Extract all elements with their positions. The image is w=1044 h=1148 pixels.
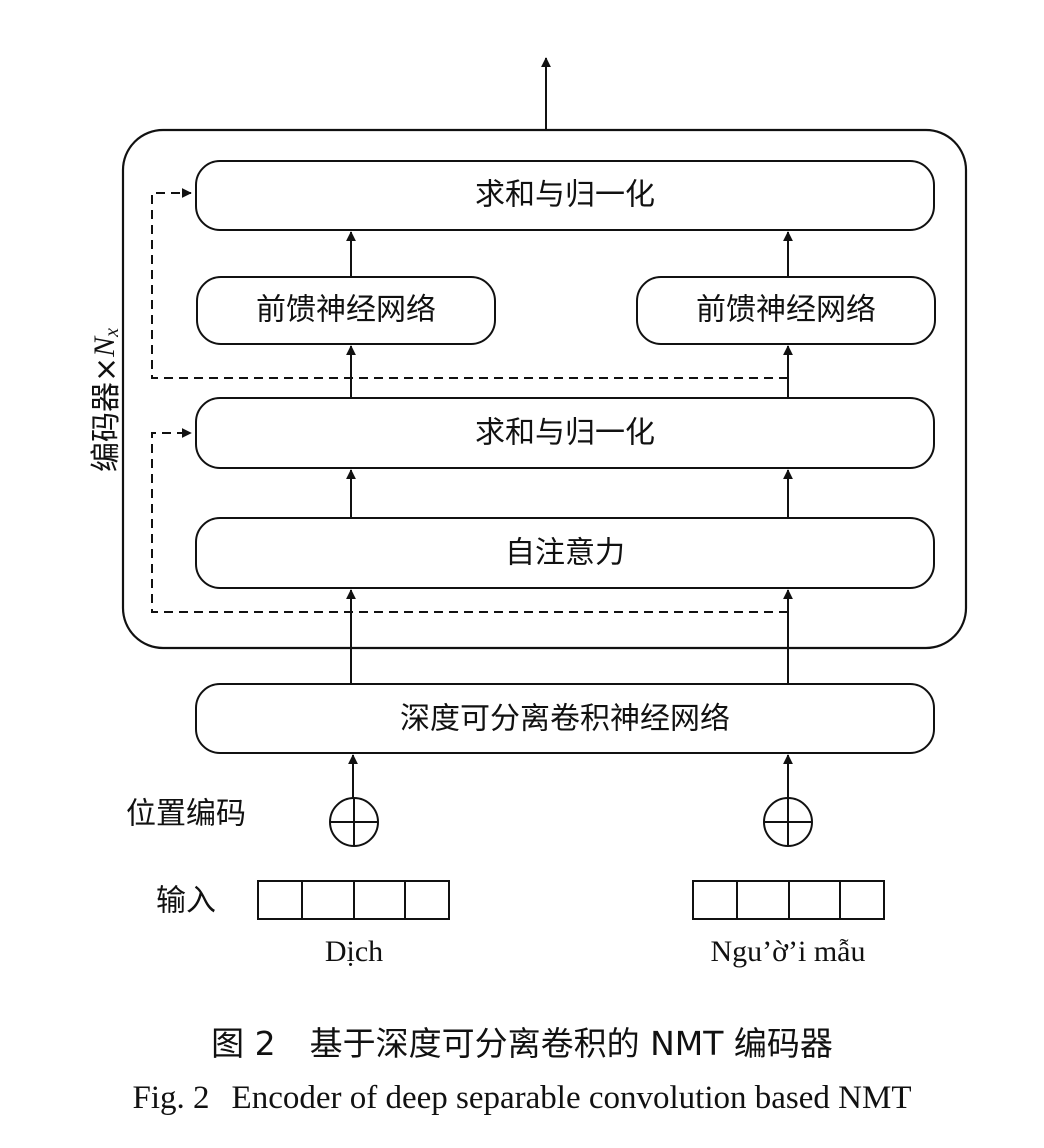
node-sum-norm-mid: 求和与归一化	[195, 397, 935, 469]
encoder-stack-n-sub: x	[101, 328, 123, 338]
residual-connection-lower	[151, 428, 788, 613]
input-token-cells-right	[692, 880, 885, 920]
node-ffn-left: 前馈神经网络	[196, 276, 496, 345]
add-icon-left	[329, 797, 379, 847]
caption-zh-number: 图 2	[211, 1024, 276, 1063]
input-token-cells-left	[257, 880, 450, 920]
encoder-stack-label-text: 编码器	[89, 382, 124, 472]
node-self-attention: 自注意力	[195, 517, 935, 589]
input-word-left: Dịch	[325, 935, 383, 968]
caption-zh-title: 基于深度可分离卷积的 NMT 编码器	[310, 1024, 833, 1063]
caption-zh: 图 2 基于深度可分离卷积的 NMT 编码器	[211, 1024, 833, 1063]
caption-en-number: Fig. 2	[133, 1080, 210, 1116]
node-depthwise-conv-label: 深度可分离卷积神经网络	[400, 702, 730, 737]
input-label: 输入	[156, 884, 216, 919]
input-word-right: Ngu’ờ’i mẫu	[711, 935, 866, 968]
residual-connection-upper	[151, 188, 788, 379]
node-ffn-left-label: 前馈神经网络	[256, 293, 436, 328]
encoder-stack-times: ×	[89, 357, 124, 382]
encoder-stack-frame	[121, 128, 968, 650]
node-sum-norm-top-label: 求和与归一化	[475, 178, 655, 213]
node-ffn-right: 前馈神经网络	[636, 276, 936, 345]
encoder-stack-n: N	[88, 335, 121, 358]
node-depthwise-conv: 深度可分离卷积神经网络	[195, 683, 935, 754]
encoder-stack-label: 编码器×Nx	[88, 328, 124, 472]
add-icon-right	[763, 797, 813, 847]
node-sum-norm-top: 求和与归一化	[195, 160, 935, 231]
caption-en: Fig. 2 Encoder of deep separable convolut…	[133, 1080, 912, 1116]
caption-en-title: Encoder of deep separable convolution ba…	[232, 1080, 912, 1116]
node-self-attention-label: 自注意力	[505, 536, 625, 571]
positional-encoding-label: 位置编码	[126, 797, 246, 832]
node-sum-norm-mid-label: 求和与归一化	[475, 416, 655, 451]
node-ffn-right-label: 前馈神经网络	[696, 293, 876, 328]
